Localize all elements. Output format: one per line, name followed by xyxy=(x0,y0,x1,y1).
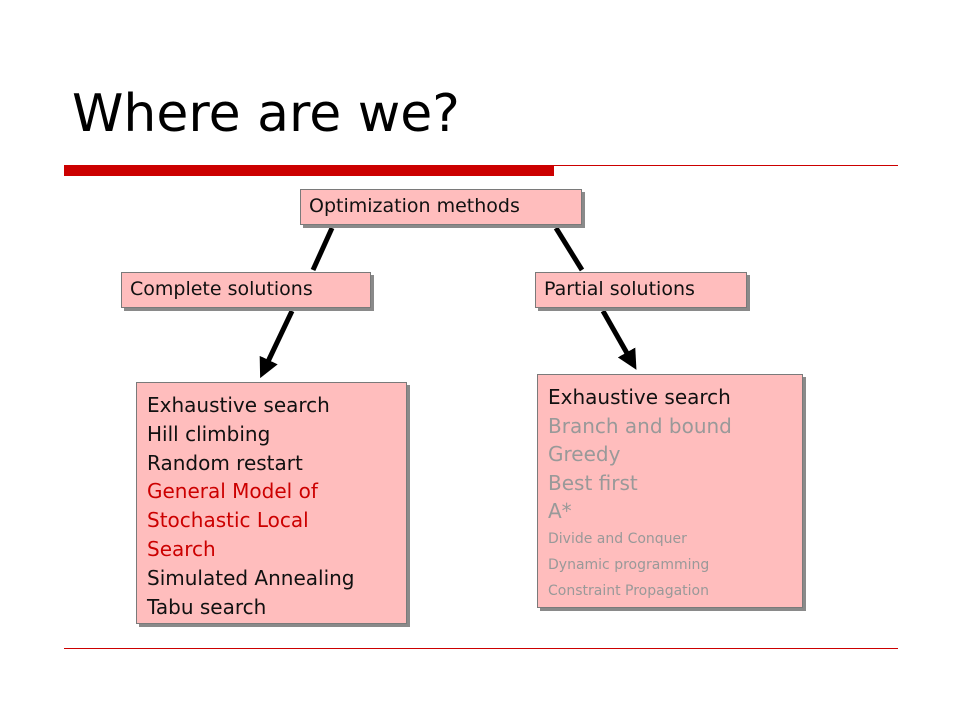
list-item: Dynamic programming xyxy=(548,556,710,573)
list-item: Best first xyxy=(548,470,638,495)
edge-complete-to-list xyxy=(259,309,295,379)
list-item: General Model of xyxy=(147,479,318,504)
list-item: Random restart xyxy=(147,450,303,475)
list-item: Branch and bound xyxy=(548,413,732,438)
list-item: Divide and Conquer xyxy=(548,530,687,547)
edge-partial-to-list xyxy=(600,309,637,370)
list-item: Search xyxy=(147,536,216,561)
slide-title: Where are we? xyxy=(72,84,460,144)
list-item: Simulated Annealing xyxy=(147,565,355,590)
complete-methods-list: Exhaustive search Hill climbing Random r… xyxy=(136,382,407,624)
list-item: Tabu search xyxy=(147,594,267,619)
footer-rule xyxy=(64,648,898,649)
edge-root-to-complete xyxy=(310,226,335,272)
list-item: Exhaustive search xyxy=(548,385,731,409)
list-item: Exhaustive search xyxy=(147,393,330,417)
complete-solutions-label: Complete solutions xyxy=(130,278,313,300)
title-underline-thick xyxy=(64,165,554,176)
root-node-label: Optimization methods xyxy=(309,195,520,217)
list-item: Constraint Propagation xyxy=(548,582,709,599)
partial-solutions-node: Partial solutions xyxy=(535,272,747,308)
title-underline-thin xyxy=(554,165,898,166)
list-item: Greedy xyxy=(548,442,621,466)
partial-solutions-label: Partial solutions xyxy=(544,278,695,300)
edge-root-to-partial xyxy=(553,226,585,272)
root-node: Optimization methods xyxy=(300,189,582,225)
list-item: Hill climbing xyxy=(147,421,271,446)
list-item: Stochastic Local xyxy=(147,508,309,533)
partial-methods-list: Exhaustive search Branch and bound Greed… xyxy=(537,374,803,608)
list-item: A* xyxy=(548,499,572,523)
complete-solutions-node: Complete solutions xyxy=(121,272,371,308)
